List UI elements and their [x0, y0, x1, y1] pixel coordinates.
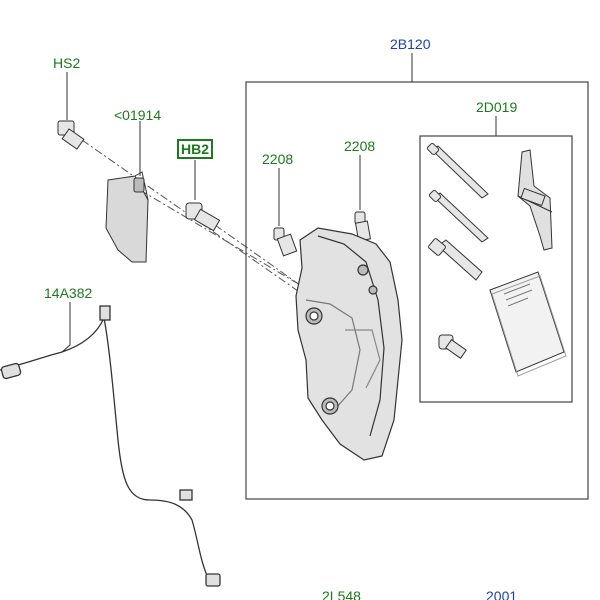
- brake-caliper-icon: [295, 227, 403, 461]
- bleed-nipple-right-icon: [354, 211, 372, 242]
- callout-hs2[interactable]: HS2: [53, 55, 81, 71]
- hs2-bolt-icon: [57, 120, 85, 150]
- callout-hb2[interactable]: HB2: [177, 139, 214, 159]
- callout-2208-left[interactable]: 2208: [262, 151, 294, 167]
- hardware-kit-box: [419, 135, 573, 403]
- bleed-nipple-left-icon: [273, 227, 298, 257]
- instruction-sheet-icon: [489, 271, 567, 377]
- hb2-bolt-icon: [185, 202, 221, 232]
- callout-2d019[interactable]: 2D019: [476, 99, 518, 115]
- callout-2208-right[interactable]: 2208: [344, 138, 376, 154]
- spring-clip-icon: [517, 149, 553, 251]
- callout-2001[interactable]: 2001: [486, 588, 518, 600]
- guide-pin-icon: [426, 142, 489, 281]
- callout-2l548[interactable]: 2L548: [322, 588, 361, 600]
- alignment-lines: [81, 139, 319, 306]
- brake-pad-shield-icon: [105, 171, 149, 263]
- callout-01914[interactable]: <01914: [114, 107, 162, 123]
- leader-lines: [61, 53, 497, 353]
- caliper-kit-box: [245, 81, 589, 500]
- callout-14a382[interactable]: 14A382: [44, 285, 93, 301]
- callout-2b120[interactable]: 2B120: [390, 36, 431, 52]
- kit-bolt-icon: [438, 334, 467, 359]
- wear-sensor-cable-icon: [0, 305, 221, 587]
